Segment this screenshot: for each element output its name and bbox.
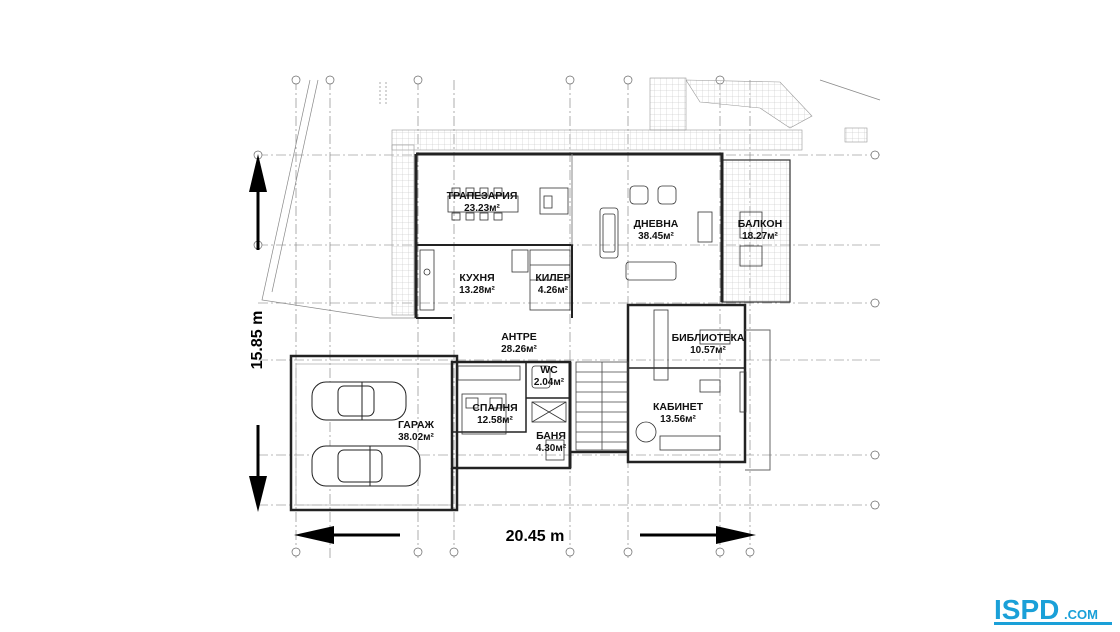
room-label-hall: АНТРЕ 28.26м² <box>501 331 537 355</box>
svg-text:ГАРАЖ: ГАРАЖ <box>398 419 435 431</box>
svg-text:4.30м²: 4.30м² <box>536 443 567 454</box>
svg-text:4.26м²: 4.26м² <box>538 285 569 296</box>
svg-text:20.45 m: 20.45 m <box>506 528 565 545</box>
room-label-dining: ТРАПЕЗАРИЯ 23.23м² <box>447 190 518 214</box>
walls <box>414 152 771 510</box>
svg-text:2.04м²: 2.04м² <box>534 377 565 388</box>
svg-text:КАБИНЕТ: КАБИНЕТ <box>653 401 704 413</box>
dining-table <box>447 187 519 221</box>
bar-counter <box>539 187 569 215</box>
svg-text:БИБЛИОТЕКА: БИБЛИОТЕКА <box>672 332 745 344</box>
svg-text:СПАЛНЯ: СПАЛНЯ <box>472 402 517 414</box>
width-dimension: 20.45 m <box>294 526 756 545</box>
kitchen-furniture <box>419 249 571 311</box>
height-dimension: 15.85 m <box>249 154 267 512</box>
svg-text:28.26м²: 28.26м² <box>501 344 537 355</box>
svg-text:13.56м²: 13.56м² <box>660 414 696 425</box>
car-bottom <box>311 445 421 487</box>
svg-text:КУХНЯ: КУХНЯ <box>459 272 494 284</box>
svg-text:КИЛЕР: КИЛЕР <box>535 272 570 284</box>
paving <box>391 77 868 316</box>
room-label-bedroom: СПАЛНЯ 12.58м² <box>472 402 517 426</box>
stairs <box>575 361 629 451</box>
room-label-balcony: БАЛКОН 18.27м² <box>738 218 782 242</box>
svg-text:38.45м²: 38.45м² <box>638 231 674 242</box>
svg-text:WC: WC <box>540 364 558 376</box>
svg-text:10.57м²: 10.57м² <box>690 345 726 356</box>
ispd-logo: ISPD .COM <box>994 594 1112 625</box>
svg-text:38.02м²: 38.02м² <box>398 432 434 443</box>
library-furniture <box>653 309 747 413</box>
site-lines <box>261 79 881 319</box>
car-top <box>311 381 407 421</box>
balcony-floor <box>721 159 791 303</box>
logo-main: ISPD <box>994 594 1059 625</box>
bathroom-fixtures <box>531 365 567 461</box>
study-furniture <box>635 379 721 451</box>
svg-text:АНТРЕ: АНТРЕ <box>501 331 537 343</box>
svg-text:ДНЕВНА: ДНЕВНА <box>634 218 679 230</box>
room-label-living: ДНЕВНА 38.45м² <box>634 218 679 242</box>
room-label-library: БИБЛИОТЕКА 10.57м² <box>672 332 745 356</box>
svg-text:13.28м²: 13.28м² <box>459 285 495 296</box>
svg-text:12.58м²: 12.58м² <box>477 415 513 426</box>
svg-text:18.27м²: 18.27м² <box>742 231 778 242</box>
svg-text:ТРАПЕЗАРИЯ: ТРАПЕЗАРИЯ <box>447 190 518 202</box>
living-furniture <box>599 185 763 281</box>
room-label-kitchen: КУХНЯ 13.28м² <box>459 272 495 296</box>
svg-text:БАНЯ: БАНЯ <box>536 430 566 442</box>
svg-text:БАЛКОН: БАЛКОН <box>738 218 782 230</box>
bedroom-furniture <box>457 365 521 435</box>
room-label-bath: БАНЯ 4.30м² <box>536 430 567 454</box>
grid-axes <box>258 80 880 560</box>
svg-text:23.23м²: 23.23м² <box>464 203 500 214</box>
room-label-study: КАБИНЕТ 13.56м² <box>653 401 704 425</box>
logo-suffix: .COM <box>1064 607 1098 622</box>
room-label-pantry: КИЛЕР 4.26м² <box>535 272 570 296</box>
room-label-garage: ГАРАЖ 38.02м² <box>398 419 435 443</box>
garage-outline <box>289 354 459 512</box>
svg-text:15.85 m: 15.85 m <box>249 311 266 370</box>
logo-underline <box>994 622 1112 625</box>
room-label-wc: WC 2.04м² <box>534 364 565 388</box>
